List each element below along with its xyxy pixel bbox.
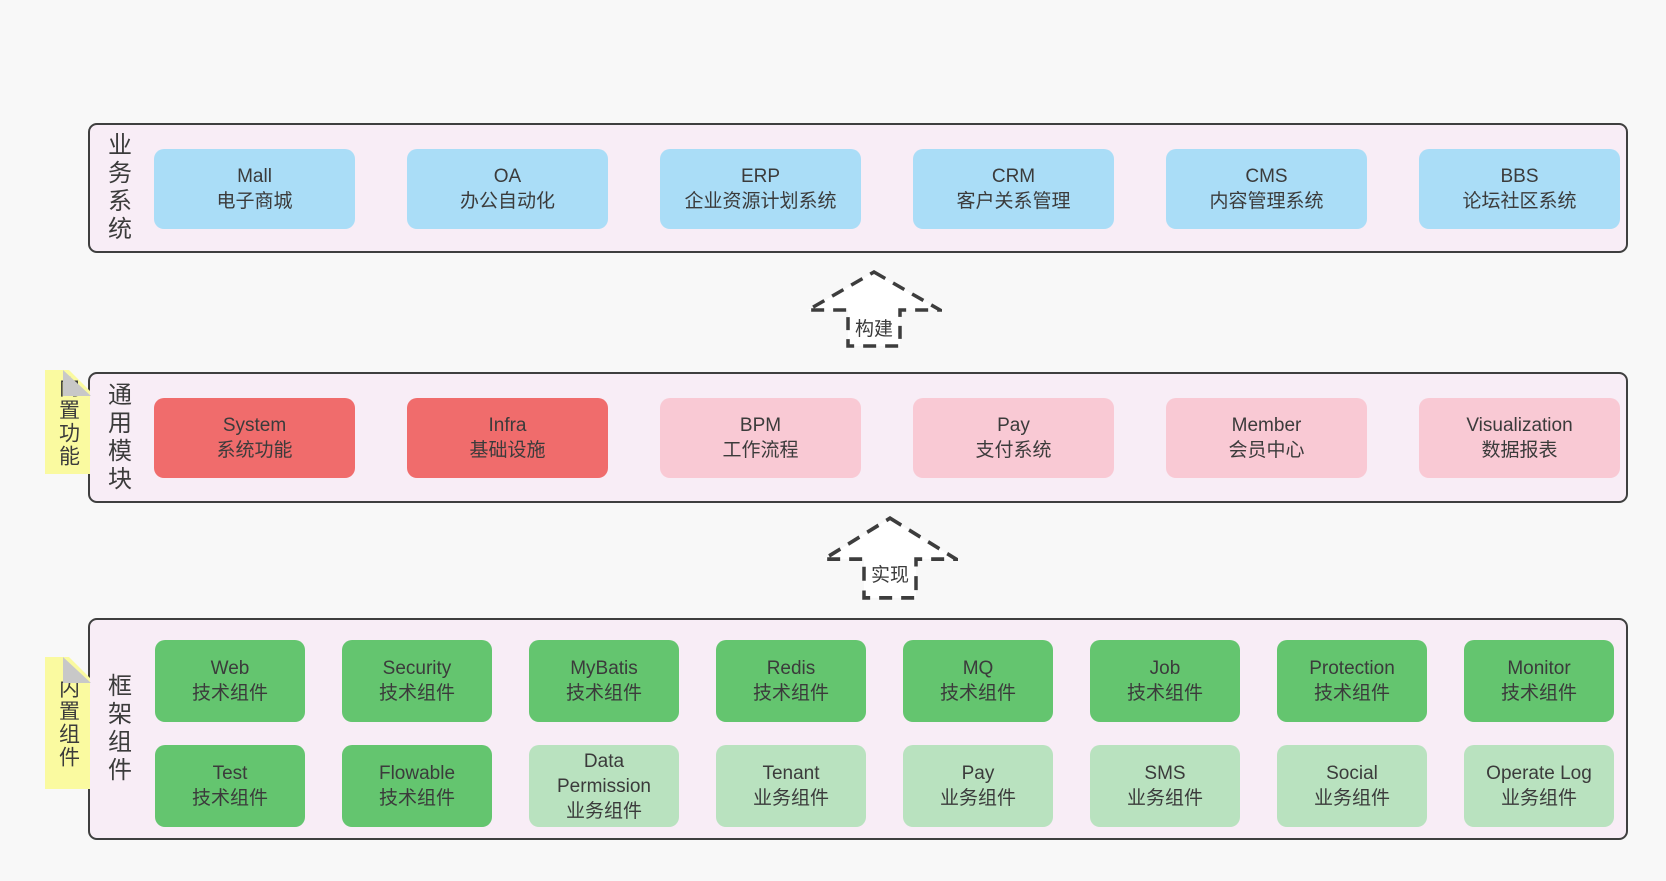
builtin-components-sticky-label: 内置组件	[56, 677, 80, 769]
framework-components-label-wrap: 框架组件	[98, 620, 136, 838]
node-system: System 系统功能	[154, 398, 355, 478]
business-systems-label: 业务系统	[103, 132, 131, 244]
business-systems-panel: 业务系统 Mall 电子商城 OA 办公自动化 ERP 企业资源计划系统 CRM…	[88, 123, 1628, 253]
node-bbs: BBS 论坛社区系统	[1419, 149, 1620, 229]
node-test: Test 技术组件	[155, 745, 305, 827]
node-redis: Redis 技术组件	[716, 640, 866, 722]
node-web: Web 技术组件	[155, 640, 305, 722]
node-visualization: Visualization 数据报表	[1419, 398, 1620, 478]
common-modules-label: 通用模块	[103, 381, 131, 494]
framework-components-label: 框架组件	[103, 673, 131, 785]
common-modules-label-wrap: 通用模块	[98, 374, 136, 501]
build-arrow-label: 构建	[851, 314, 897, 341]
builtin-features-sticky-label: 内置功能	[56, 376, 80, 468]
node-pay: Pay 支付系统	[913, 398, 1114, 478]
framework-components-row-1: Web 技术组件 Security 技术组件 MyBatis 技术组件 Redi…	[155, 640, 1614, 722]
node-oa: OA 办公自动化	[407, 149, 608, 229]
common-modules-panel: 通用模块 System 系统功能 Infra 基础设施 BPM 工作流程 Pay…	[88, 372, 1628, 503]
up-arrow-icon	[822, 516, 958, 600]
node-member: Member 会员中心	[1166, 398, 1367, 478]
framework-components-row-2: Test 技术组件 Flowable 技术组件 Data Permission …	[155, 745, 1614, 827]
business-systems-label-wrap: 业务系统	[98, 125, 136, 251]
framework-components-panel: 框架组件 Web 技术组件 Security 技术组件 MyBatis 技术组件…	[88, 618, 1628, 840]
node-sms: SMS 业务组件	[1090, 745, 1240, 827]
node-mq: MQ 技术组件	[903, 640, 1053, 722]
node-infra: Infra 基础设施	[407, 398, 608, 478]
node-mall: Mall 电子商城	[154, 149, 355, 229]
node-monitor: Monitor 技术组件	[1464, 640, 1614, 722]
node-cms: CMS 内容管理系统	[1166, 149, 1367, 229]
node-erp: ERP 企业资源计划系统	[660, 149, 861, 229]
node-tenant: Tenant 业务组件	[716, 745, 866, 827]
implement-arrow: 实现	[822, 516, 958, 600]
business-systems-row: Mall 电子商城 OA 办公自动化 ERP 企业资源计划系统 CRM 客户关系…	[154, 149, 1620, 229]
node-mybatis: MyBatis 技术组件	[529, 640, 679, 722]
node-social: Social 业务组件	[1277, 745, 1427, 827]
implement-arrow-label: 实现	[867, 560, 913, 587]
node-security: Security 技术组件	[342, 640, 492, 722]
node-flowable: Flowable 技术组件	[342, 745, 492, 827]
up-arrow-icon	[806, 270, 942, 348]
node-operate-log: Operate Log 业务组件	[1464, 745, 1614, 827]
node-job: Job 技术组件	[1090, 640, 1240, 722]
node-protection: Protection 技术组件	[1277, 640, 1427, 722]
build-arrow: 构建	[806, 270, 942, 348]
node-crm: CRM 客户关系管理	[913, 149, 1114, 229]
common-modules-row: System 系统功能 Infra 基础设施 BPM 工作流程 Pay 支付系统…	[154, 398, 1620, 478]
node-bpm: BPM 工作流程	[660, 398, 861, 478]
node-pay-biz: Pay 业务组件	[903, 745, 1053, 827]
node-data-permission: Data Permission 业务组件	[529, 745, 679, 827]
